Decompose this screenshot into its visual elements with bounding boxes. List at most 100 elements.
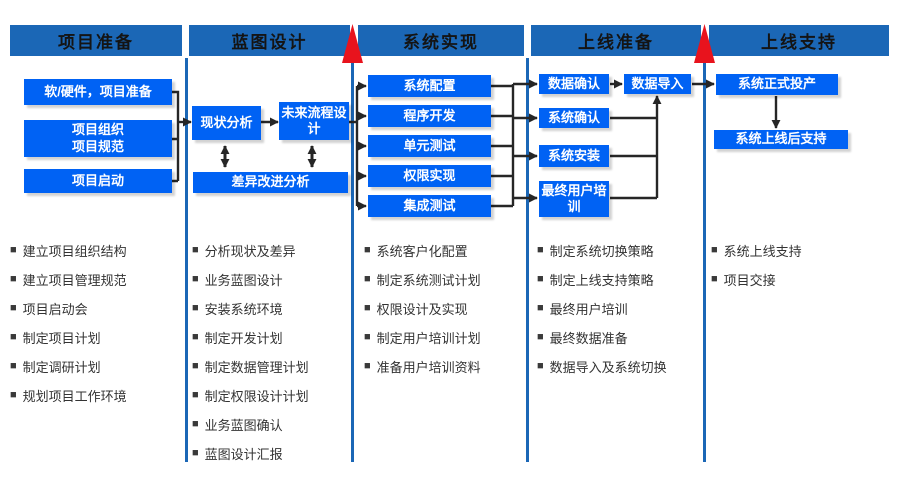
bullet-square-icon: ■ (192, 331, 199, 343)
list-item: ■ 数据导入及系统切换 (537, 352, 667, 381)
task-label: 制定用户培训计划 (376, 331, 481, 346)
bullet-square-icon: ■ (537, 360, 544, 372)
list-item: ■ 制定调研计划 (10, 352, 127, 381)
task-label: 制定调研计划 (22, 360, 101, 375)
bullet-square-icon: ■ (537, 244, 544, 256)
bullet-square-icon: ■ (537, 273, 544, 285)
task-label: 制定权限设计计划 (204, 389, 309, 404)
task-label: 制定系统测试计划 (376, 273, 481, 288)
bullet-square-icon: ■ (192, 447, 199, 459)
phase-header-golive-prep: 上线准备 (531, 25, 701, 56)
task-label: 制定项目计划 (22, 331, 101, 346)
task-label: 项目启动会 (22, 302, 88, 317)
flow-box: 差异改进分析 (193, 172, 348, 193)
list-item: ■ 项目启动会 (10, 294, 127, 323)
list-item: ■ 系统上线支持 (711, 236, 802, 265)
task-label: 制定上线支持策略 (549, 273, 654, 288)
flow-box: 项目组织 项目规范 (24, 120, 172, 157)
list-item: ■ 制定系统切换策略 (537, 236, 667, 265)
task-label: 系统客户化配置 (376, 244, 468, 259)
list-item: ■ 制定上线支持策略 (537, 265, 667, 294)
flow-box: 系统正式投产 (716, 74, 838, 95)
flow-box: 最终用户培训 (539, 181, 609, 217)
list-item: ■ 制定数据管理计划 (192, 352, 309, 381)
bullet-square-icon: ■ (192, 302, 199, 314)
list-item: ■ 制定系统测试计划 (364, 265, 481, 294)
task-label: 规划项目工作环境 (22, 389, 127, 404)
list-item: ■建立项目组织结构 (10, 236, 127, 265)
task-list-golive-prep: ■制定系统切换策略 ■制定上线支持策略 ■最终用户培训 ■最终数据准备 ■数据导… (537, 236, 667, 381)
milestone-triangle-icon (694, 24, 715, 63)
bullet-square-icon: ■ (192, 389, 199, 401)
bullet-square-icon: ■ (10, 360, 17, 372)
flow-box: 系统确认 (539, 108, 609, 128)
flow-box: 项目启动 (24, 169, 172, 193)
task-list-realization: ■ 系统客户化配置 ■ 制定系统测试计划 ■ 权限设计及实现 ■ 制定用户培训计划 ■ 准… (364, 236, 481, 381)
bullet-square-icon: ■ (711, 244, 718, 256)
task-label: 最终数据准备 (549, 331, 628, 346)
task-label: 业务蓝图确认 (204, 418, 283, 433)
task-label: 蓝图设计汇报 (204, 447, 283, 462)
list-item: ■ 系统客户化配置 (364, 236, 481, 265)
list-item: ■最终用户培训 (537, 294, 667, 323)
list-item: ■ 制定开发计划 (192, 323, 309, 352)
bullet-square-icon: ■ (10, 244, 17, 256)
task-label: 安装系统环境 (204, 302, 283, 317)
bullet-square-icon: ■ (364, 244, 371, 256)
task-label: 制定开发计划 (204, 331, 283, 346)
bullet-square-icon: ■ (10, 302, 17, 314)
list-item: ■ 项目交接 (711, 265, 802, 294)
bullet-square-icon: ■ (10, 331, 17, 343)
task-list-blueprint: ■ 分析现状及差异 ■ 业务蓝图设计 ■ 安装系统环境 ■ 制定开发计划 ■ 制定数据管理… (192, 236, 309, 468)
bullet-square-icon: ■ (364, 331, 371, 343)
bullet-square-icon: ■ (192, 244, 199, 256)
milestone-triangle-icon (342, 24, 363, 63)
flow-box: 单元测试 (368, 135, 491, 157)
phase-header-project-prep: 项目准备 (10, 25, 182, 56)
list-item: ■ 准备用户培训资料 (364, 352, 481, 381)
list-item: ■ 制定用户培训计划 (364, 323, 481, 352)
flow-box: 未来流程设计 (279, 102, 349, 140)
list-item: ■ 制定权限设计计划 (192, 381, 309, 410)
list-item: ■建立项目管理规范 (10, 265, 127, 294)
flow-box: 现状分析 (192, 106, 261, 140)
task-list-golive-support: ■ 系统上线支持 ■ 项目交接 (711, 236, 802, 294)
task-label: 权限设计及实现 (376, 302, 468, 317)
task-label: 系统上线支持 (723, 244, 802, 259)
list-item: ■ 分析现状及差异 (192, 236, 309, 265)
bullet-square-icon: ■ (192, 360, 199, 372)
flow-box: 系统安装 (539, 145, 609, 167)
task-label: 准备用户培训资料 (376, 360, 481, 375)
flow-box: 程序开发 (368, 105, 491, 127)
bullet-square-icon: ■ (192, 418, 199, 430)
list-item: ■ 业务蓝图确认 (192, 410, 309, 439)
task-list-project-prep: ■建立项目组织结构 ■建立项目管理规范 ■项目启动会 ■制定项目计划 ■制定调研… (10, 236, 127, 410)
task-label: 业务蓝图设计 (204, 273, 283, 288)
flow-box: 权限实现 (368, 165, 491, 187)
task-label: 制定系统切换策略 (549, 244, 654, 259)
task-label: 制定数据管理计划 (204, 360, 309, 375)
bullet-square-icon: ■ (711, 273, 718, 285)
list-item: ■最终数据准备 (537, 323, 667, 352)
flow-box: 系统配置 (368, 75, 491, 97)
list-item: ■ 制定项目计划 (10, 323, 127, 352)
task-label: 建立项目管理规范 (22, 273, 127, 288)
list-item: ■ 业务蓝图设计 (192, 265, 309, 294)
task-label: 数据导入及系统切换 (549, 360, 667, 375)
phase-header-realization: 系统实现 (358, 25, 524, 56)
task-label: 项目交接 (723, 273, 776, 288)
bullet-square-icon: ■ (192, 273, 199, 285)
flow-connectors (172, 79, 781, 211)
flow-box: 数据导入 (624, 74, 691, 94)
bullet-square-icon: ■ (364, 273, 371, 285)
bullet-square-icon: ■ (537, 302, 544, 314)
task-label: 分析现状及差异 (204, 244, 296, 259)
phase-header-blueprint: 蓝图设计 (189, 25, 350, 56)
bullet-square-icon: ■ (10, 389, 17, 401)
bullet-square-icon: ■ (364, 360, 371, 372)
bullet-square-icon: ■ (364, 302, 371, 314)
flow-box: 数据确认 (539, 74, 609, 94)
flow-box: 集成测试 (368, 195, 491, 217)
